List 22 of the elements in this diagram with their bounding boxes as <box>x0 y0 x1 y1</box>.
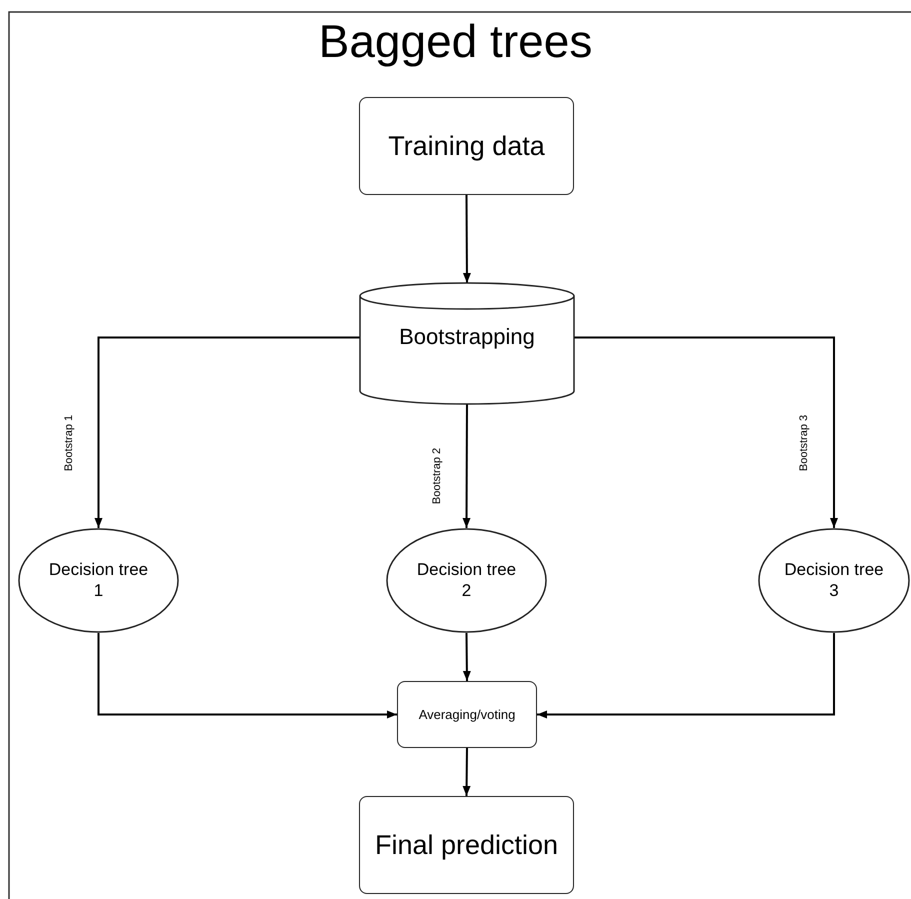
node-label: Decision tree 1 <box>48 560 150 601</box>
node-label: Bootstrapping <box>399 324 535 351</box>
arrow <box>537 633 835 718</box>
edge-label: Bootstrap 1 <box>62 414 75 472</box>
arrow <box>462 632 471 682</box>
arrow <box>94 336 360 528</box>
node-label: Training data <box>388 130 545 162</box>
arrow <box>462 748 471 796</box>
arrow <box>574 336 838 528</box>
diagram-title: Bagged trees <box>318 14 594 68</box>
process-box <box>397 681 537 748</box>
arrow <box>462 195 471 283</box>
node-label: Decision tree 2 <box>416 560 518 601</box>
arrow <box>462 404 471 528</box>
process-box <box>359 97 574 195</box>
node-label: Final prediction <box>374 828 558 862</box>
edge-label: Bootstrap 3 <box>798 414 810 472</box>
node-label: Decision tree 3 <box>783 560 885 601</box>
edge-label: Bootstrap 2 <box>431 446 444 506</box>
process-box <box>359 796 574 894</box>
node-label: Averaging/voting <box>418 706 516 722</box>
arrow <box>98 633 397 718</box>
